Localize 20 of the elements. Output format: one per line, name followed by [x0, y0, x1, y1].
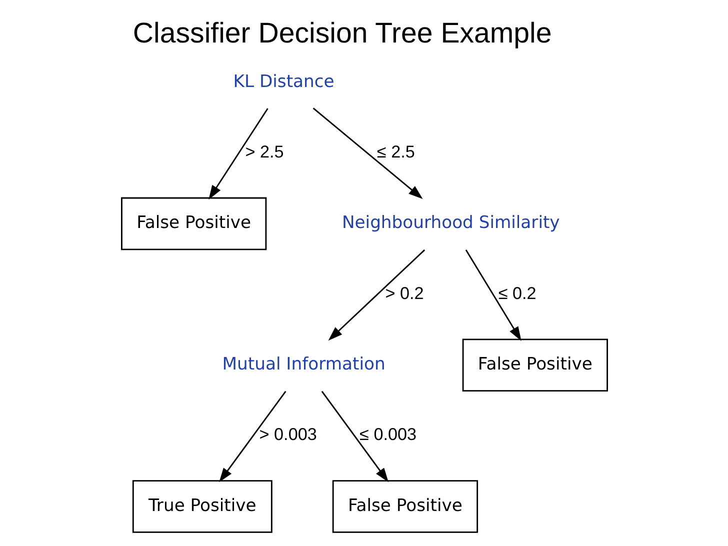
diagram-title: Classifier Decision Tree Example [132, 17, 552, 50]
edge-label: > 0.003 [258, 424, 316, 444]
node-box: False Positive [462, 338, 608, 392]
node-text: Neighbourhood Similarity [341, 213, 560, 234]
arrow [328, 249, 425, 341]
arrow [218, 390, 286, 482]
node-text: Mutual Information [222, 354, 385, 375]
node-box: False Positive [332, 480, 478, 533]
arrow [208, 108, 268, 200]
edge-label: ≤ 2.5 [376, 141, 414, 162]
edge-label: ≤ 0.003 [359, 424, 416, 444]
edge-label: > 0.2 [384, 282, 424, 303]
node-box: True Positive [132, 480, 272, 533]
edge-label: > 2.5 [244, 141, 284, 162]
arrow [312, 108, 422, 200]
arrow [320, 390, 388, 482]
node-box: False Positive [120, 197, 266, 250]
edge-label: ≤ 0.2 [498, 282, 536, 303]
arrow [464, 250, 521, 341]
node-text: KL Distance [232, 72, 334, 92]
